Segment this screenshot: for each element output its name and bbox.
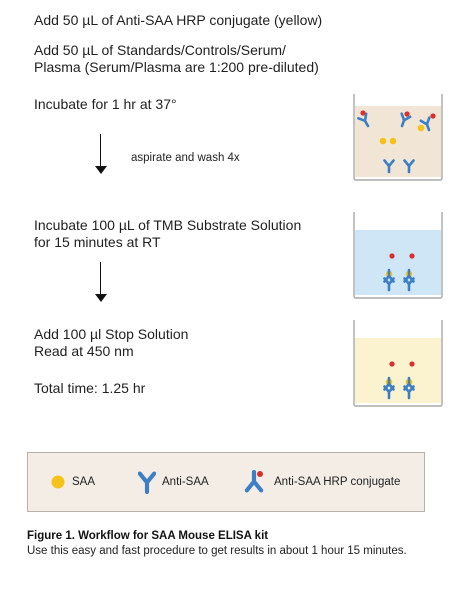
well-tmb — [352, 210, 444, 300]
legend-item-conjugate: Anti-SAA HRP conjugate — [244, 453, 400, 511]
step-add-standards: Add 50 µL of Standards/Controls/Serum/ P… — [34, 42, 319, 76]
step-incubate-tmb: Incubate 100 µL of TMB Substrate Solutio… — [34, 217, 301, 251]
step-add-conjugate: Add 50 µL of Anti-SAA HRP conjugate (yel… — [34, 12, 322, 29]
step-incubate-1hr: Incubate for 1 hr at 37° — [34, 96, 177, 113]
legend-saa-label: SAA — [72, 476, 96, 488]
legend-conjugate-label: Anti-SAA HRP conjugate — [274, 476, 401, 488]
anti-saa-icon — [138, 470, 156, 494]
step-incubate-1hr-text: Incubate for 1 hr at 37° — [34, 96, 177, 112]
step-incubate-tmb-line2: for 15 minutes at RT — [34, 234, 161, 250]
conjugate-icon — [244, 468, 268, 496]
step-add-conjugate-text: Add 50 µL of Anti-SAA HRP conjugate (yel… — [34, 12, 323, 28]
figure-caption-title: Figure 1. Workflow for SAA Mouse ELISA k… — [27, 530, 269, 542]
step-add-standards-line2: Plasma (Serum/Plasma are 1:200 pre-dilut… — [34, 59, 319, 75]
well-tmb-liquid — [355, 230, 441, 295]
wash-instruction: aspirate and wash 4x — [131, 152, 240, 164]
step-stop-solution: Add 100 µl Stop Solution Read at 450 nm — [34, 326, 188, 360]
saa-icon — [51, 475, 65, 489]
step-stop-solution-line2: Read at 450 nm — [34, 343, 134, 359]
step-incubate-tmb-line1: Incubate 100 µL of TMB Substrate Solutio… — [34, 217, 302, 233]
legend: SAA Anti-SAA Anti-SAA HRP conjugate — [27, 452, 425, 512]
step-add-standards-line1: Add 50 µL of Standards/Controls/Serum/ — [34, 42, 286, 58]
well-stop-liquid — [355, 338, 441, 403]
legend-item-saa: SAA — [50, 453, 95, 511]
total-time-text: Total time: 1.25 hr — [34, 380, 146, 396]
down-arrow-icon — [95, 262, 107, 302]
down-arrow-icon — [95, 134, 107, 174]
total-time: Total time: 1.25 hr — [34, 380, 145, 397]
well-incubation-liquid — [355, 106, 441, 177]
legend-anti-saa-label: Anti-SAA — [162, 476, 209, 488]
step-stop-solution-line1: Add 100 µl Stop Solution — [34, 326, 189, 342]
well-incubation — [352, 92, 444, 182]
well-stop — [352, 318, 444, 408]
figure-caption-text: Use this easy and fast procedure to get … — [27, 545, 407, 557]
legend-item-anti-saa: Anti-SAA — [138, 453, 209, 511]
